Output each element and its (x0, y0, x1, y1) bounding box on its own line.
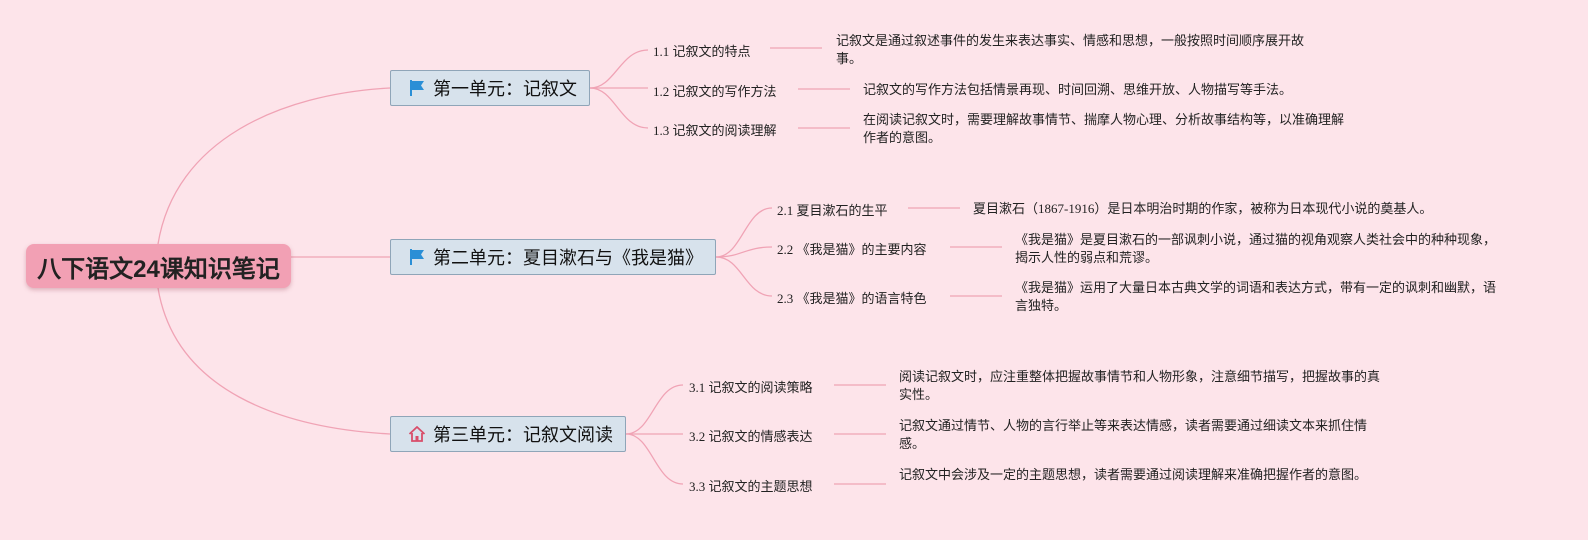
unit-title: 第二单元：夏目漱石与《我是猫》 (433, 248, 703, 268)
root-title: 八下语文24课知识笔记 (37, 255, 280, 283)
topic-3-1[interactable]: 3.1 记叙文的阅读策略 (689, 380, 813, 395)
edge-unit-2-topic-1 (715, 207, 773, 258)
unit-title: 第三单元：记叙文阅读 (433, 425, 613, 445)
edge-unit-3-topic-1 (625, 384, 684, 435)
edge-unit-2-topic-2 (715, 246, 773, 258)
edge-unit-1-topic-3 (589, 87, 649, 129)
topic-desc-1-3: 在阅读记叙文时，需要理解故事情节、揣摩人物心理、分析故事结构等，以准确理解作者的… (863, 112, 1345, 145)
edge-root-unit-1 (157, 87, 391, 245)
edge-unit-3-topic-3 (625, 433, 684, 485)
topic-desc-1-1: 记叙文是通过叙述事件的发生来表达事实、情感和思想，一般按照时间顺序展开故事。 (836, 33, 1305, 66)
root-node[interactable]: 八下语文24课知识笔记 (26, 244, 291, 288)
topic-3-3[interactable]: 3.3 记叙文的主题思想 (689, 479, 813, 494)
unit-node-2[interactable]: 第二单元：夏目漱石与《我是猫》 (390, 239, 716, 275)
edge-unit-2-topic-3 (715, 256, 773, 297)
topic-desc-2-1: 夏目漱石（1867-1916）是日本明治时期的作家，被称为日本现代小说的奠基人。 (973, 201, 1433, 216)
topic-desc-3-3: 记叙文中会涉及一定的主题思想，读者需要通过阅读理解来准确把握作者的意图。 (899, 467, 1368, 482)
edge-root-unit-3 (157, 287, 391, 435)
home-icon (408, 426, 426, 442)
flag-icon (410, 80, 424, 96)
topic-1-2[interactable]: 1.2 记叙文的写作方法 (653, 84, 777, 99)
topic-desc-3-1: 阅读记叙文时，应注重整体把握故事情节和人物形象，注意细节描写，把握故事的真实性。 (899, 369, 1381, 402)
flag-icon (410, 249, 424, 265)
topic-desc-3-2: 记叙文通过情节、人物的言行举止等来表达情感，读者需要通过细读文本来抓住情感。 (899, 418, 1368, 451)
edge-unit-1-topic-1 (589, 49, 649, 89)
topic-desc-1-2: 记叙文的写作方法包括情景再现、时间回溯、思维开放、人物描写等手法。 (863, 82, 1293, 97)
topic-1-3[interactable]: 1.3 记叙文的阅读理解 (653, 123, 777, 138)
topic-3-2[interactable]: 3.2 记叙文的情感表达 (689, 429, 813, 444)
topic-desc-2-2: 《我是猫》是夏目漱石的一部讽刺小说，通过猫的视角观察人类社会中的种种现象，揭示人… (1015, 232, 1497, 265)
topic-2-2[interactable]: 2.2 《我是猫》的主要内容 (777, 242, 927, 257)
topic-2-1[interactable]: 2.1 夏目漱石的生平 (777, 203, 888, 218)
topic-2-3[interactable]: 2.3 《我是猫》的语言特色 (777, 291, 927, 306)
unit-title: 第一单元：记叙文 (433, 79, 577, 99)
unit-node-3[interactable]: 第三单元：记叙文阅读 (390, 416, 626, 452)
topic-desc-2-3: 《我是猫》运用了大量日本古典文学的词语和表达方式，带有一定的讽刺和幽默，语言独特… (1015, 280, 1497, 313)
topic-1-1[interactable]: 1.1 记叙文的特点 (653, 44, 751, 59)
unit-node-1[interactable]: 第一单元：记叙文 (390, 70, 590, 106)
